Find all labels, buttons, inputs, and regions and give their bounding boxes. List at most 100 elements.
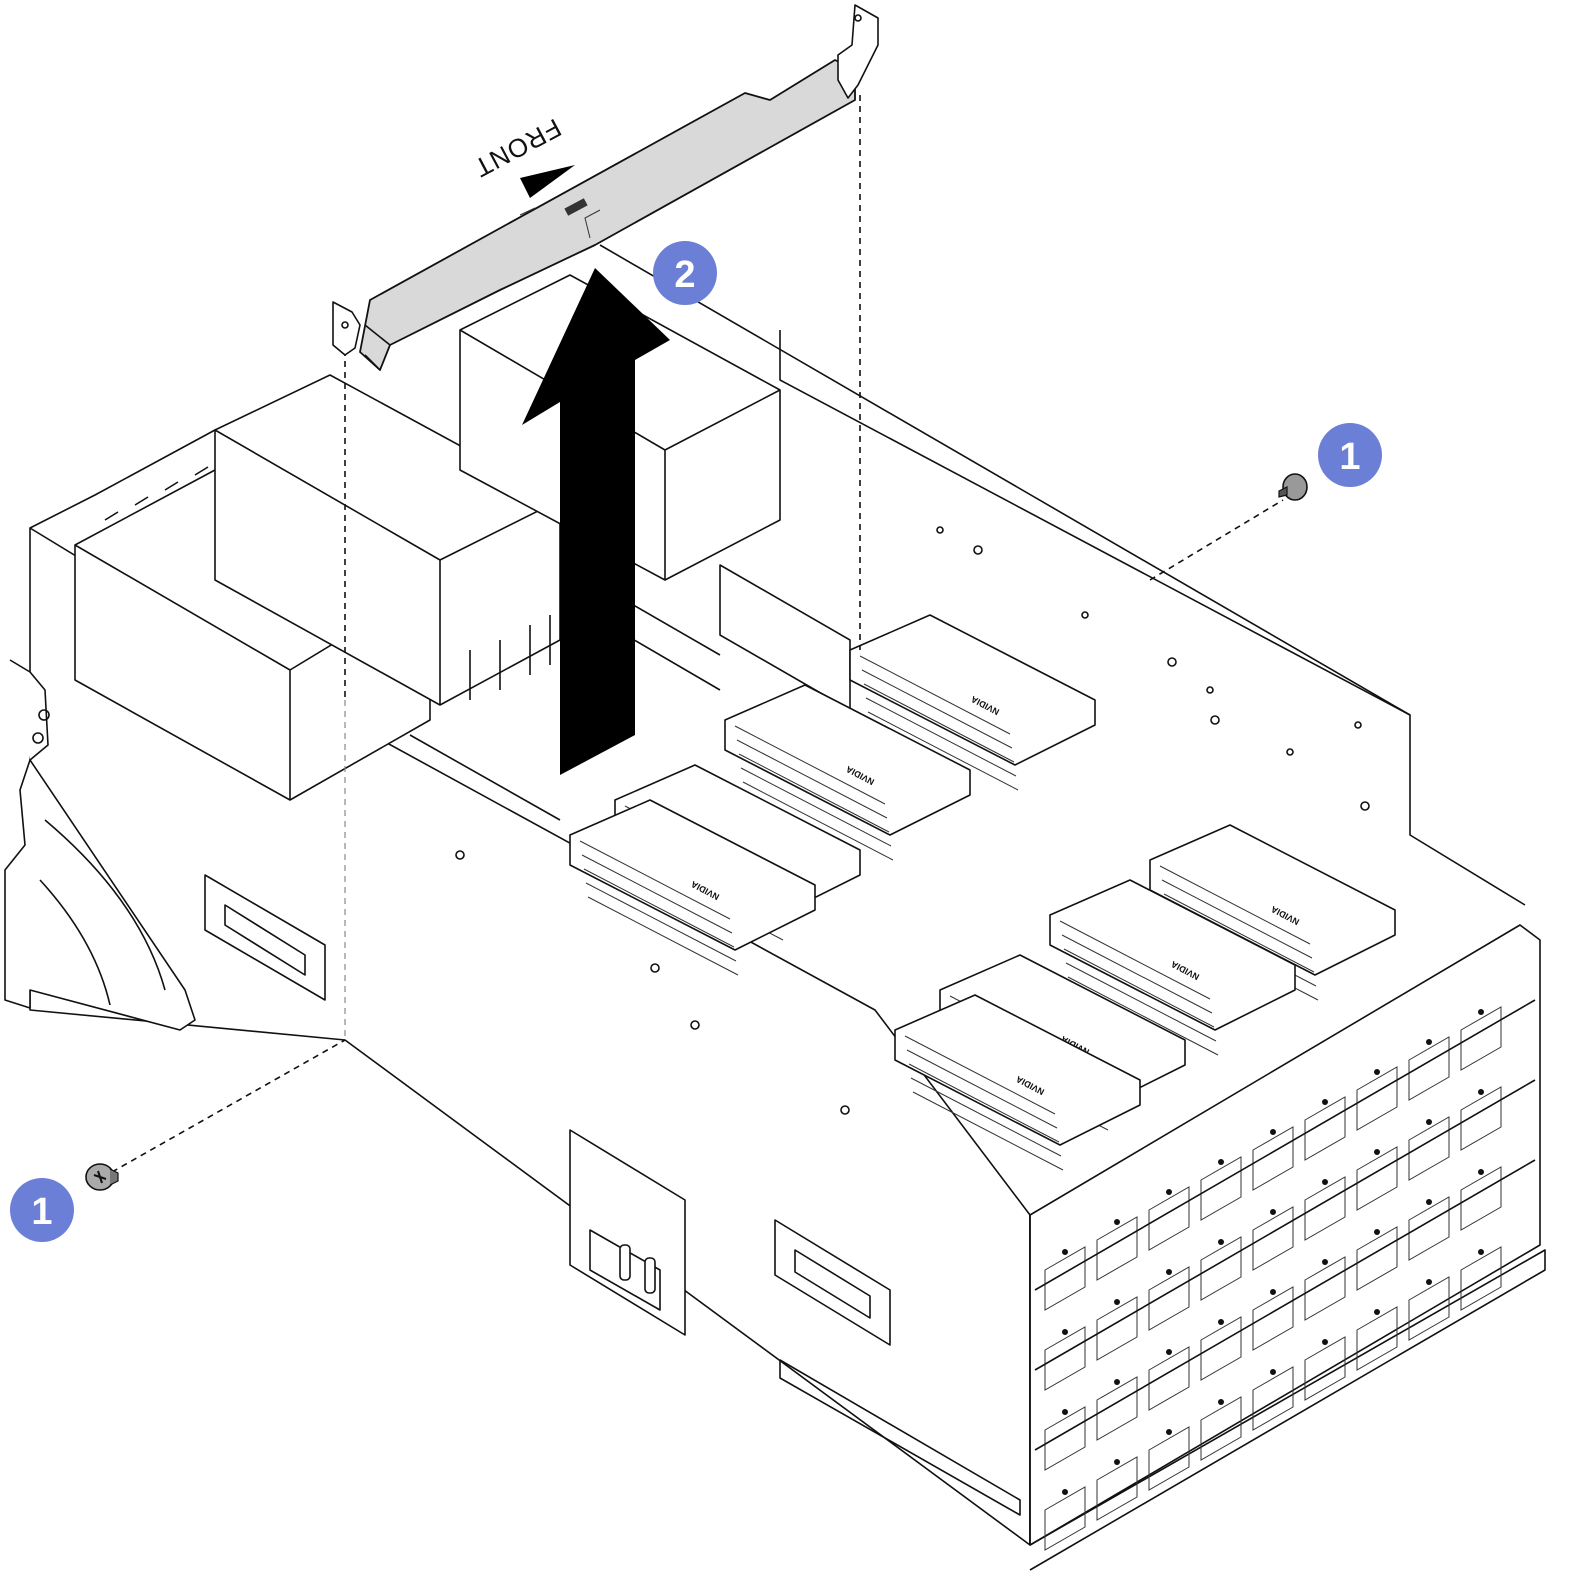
vent-cell [1408, 1196, 1450, 1261]
panel-screw [1218, 1399, 1224, 1405]
vent-cell [1148, 1266, 1190, 1331]
gpu-module: NVIDIA [724, 684, 971, 861]
left-ear-screw-2 [32, 732, 44, 744]
panel-screw [1322, 1099, 1328, 1105]
screw-icon [85, 1163, 119, 1191]
vent-cell [1096, 1376, 1138, 1441]
vent-cell [1304, 1176, 1346, 1241]
screw-icon [1278, 473, 1308, 501]
panel-screw [1166, 1429, 1172, 1435]
vent-cell [1044, 1326, 1086, 1391]
panel-screw [1374, 1229, 1380, 1235]
panel-screw [1062, 1329, 1068, 1335]
vent-cell [1408, 1276, 1450, 1341]
vent-cell [1408, 1116, 1450, 1181]
panel-screw [1478, 1089, 1484, 1095]
power-pin-2 [644, 1257, 656, 1294]
power-pin-1 [619, 1244, 631, 1281]
panel-screw [1426, 1039, 1432, 1045]
panel-screw [1478, 1169, 1484, 1175]
vent-cell [1148, 1426, 1190, 1491]
panel-screw [1062, 1489, 1068, 1495]
cage-slots [104, 466, 551, 700]
svg-text:1: 1 [31, 1191, 52, 1233]
vent-cell [1304, 1096, 1346, 1161]
left-rack-ear [4, 659, 196, 1031]
panel-screw [1322, 1179, 1328, 1185]
chassis-right-wall-top [779, 330, 1411, 716]
panel-screw [1114, 1379, 1120, 1385]
vent-cell [1460, 1246, 1502, 1311]
panel-screw [1062, 1409, 1068, 1415]
panel-screw [1114, 1459, 1120, 1465]
left-ear-slot-1 [44, 819, 166, 991]
panel-screw [1270, 1209, 1276, 1215]
bracket-label [564, 198, 588, 216]
top-bracket [332, 4, 879, 371]
side-handle-1-grip [224, 904, 306, 976]
panel-screw [1270, 1289, 1276, 1295]
panel-screw [1426, 1119, 1432, 1125]
callout-step-1-right: 1 [1318, 423, 1382, 487]
vent-cell [1252, 1286, 1294, 1351]
vent-cell [1096, 1216, 1138, 1281]
vent-cell [1096, 1296, 1138, 1361]
callout-step-1-left: 1 [10, 1178, 74, 1242]
cage-side-plate [719, 564, 851, 711]
svg-text:1: 1 [1339, 436, 1360, 478]
panel-screw [1114, 1299, 1120, 1305]
panel-screw [1322, 1259, 1328, 1265]
vent-cell [1356, 1146, 1398, 1211]
vent-cell [1148, 1186, 1190, 1251]
vent-cell [1304, 1336, 1346, 1401]
panel-screw [1270, 1369, 1276, 1375]
side-handle-2-grip [794, 1249, 871, 1319]
vent-cell [1356, 1066, 1398, 1131]
gpu-module: NVIDIA [1049, 879, 1296, 1056]
panel-screw [1166, 1269, 1172, 1275]
vent-cell [1460, 1166, 1502, 1231]
vent-cell [1252, 1126, 1294, 1191]
panel-screw [1374, 1149, 1380, 1155]
vent-cell [1252, 1206, 1294, 1271]
vent-cell [1096, 1456, 1138, 1521]
panel-screw [1218, 1239, 1224, 1245]
panel-screw [1218, 1319, 1224, 1325]
front-panel-shelves [1034, 999, 1536, 1451]
vent-cell [1460, 1006, 1502, 1071]
chassis-bottom-right-edge [1029, 1249, 1546, 1571]
panel-screw [1374, 1309, 1380, 1315]
bracket-ear-left [332, 301, 361, 356]
panel-screw [1166, 1349, 1172, 1355]
vent-cell [1356, 1226, 1398, 1291]
lift-arrow-icon [522, 268, 670, 775]
vent-cell [1252, 1366, 1294, 1431]
panel-screw [1426, 1199, 1432, 1205]
panel-screw [1478, 1009, 1484, 1015]
bottom-rail [779, 1359, 1021, 1516]
vent-cell [1200, 1156, 1242, 1221]
vent-cell [1304, 1256, 1346, 1321]
svg-text:2: 2 [674, 254, 695, 296]
screw-right-path [1149, 499, 1284, 581]
front-io-panel [1029, 924, 1541, 1551]
panel-screw [1426, 1279, 1432, 1285]
callout-step-2: 2 [653, 241, 717, 305]
gpu-modules: NVIDIANVIDIANVIDIANVIDIANVIDIANVIDIANVID… [569, 614, 1396, 1171]
internal-cage [74, 274, 851, 821]
left-ear-screw-1 [38, 709, 50, 721]
vent-cell [1148, 1346, 1190, 1411]
alignment-lines [111, 95, 1284, 1173]
panel-screw [1166, 1189, 1172, 1195]
power-connector-cutout [569, 1129, 686, 1336]
panel-screw [1218, 1159, 1224, 1165]
left-ear-slot-2 [39, 879, 111, 1006]
vent-cell [1200, 1316, 1242, 1381]
panel-screw [1114, 1219, 1120, 1225]
front-label: FRONT [469, 113, 575, 198]
vent-cell [1460, 1086, 1502, 1151]
power-connector-socket [589, 1229, 661, 1311]
panel-screw [1270, 1129, 1276, 1135]
vent-cell [1044, 1406, 1086, 1471]
panel-screw [1062, 1249, 1068, 1255]
